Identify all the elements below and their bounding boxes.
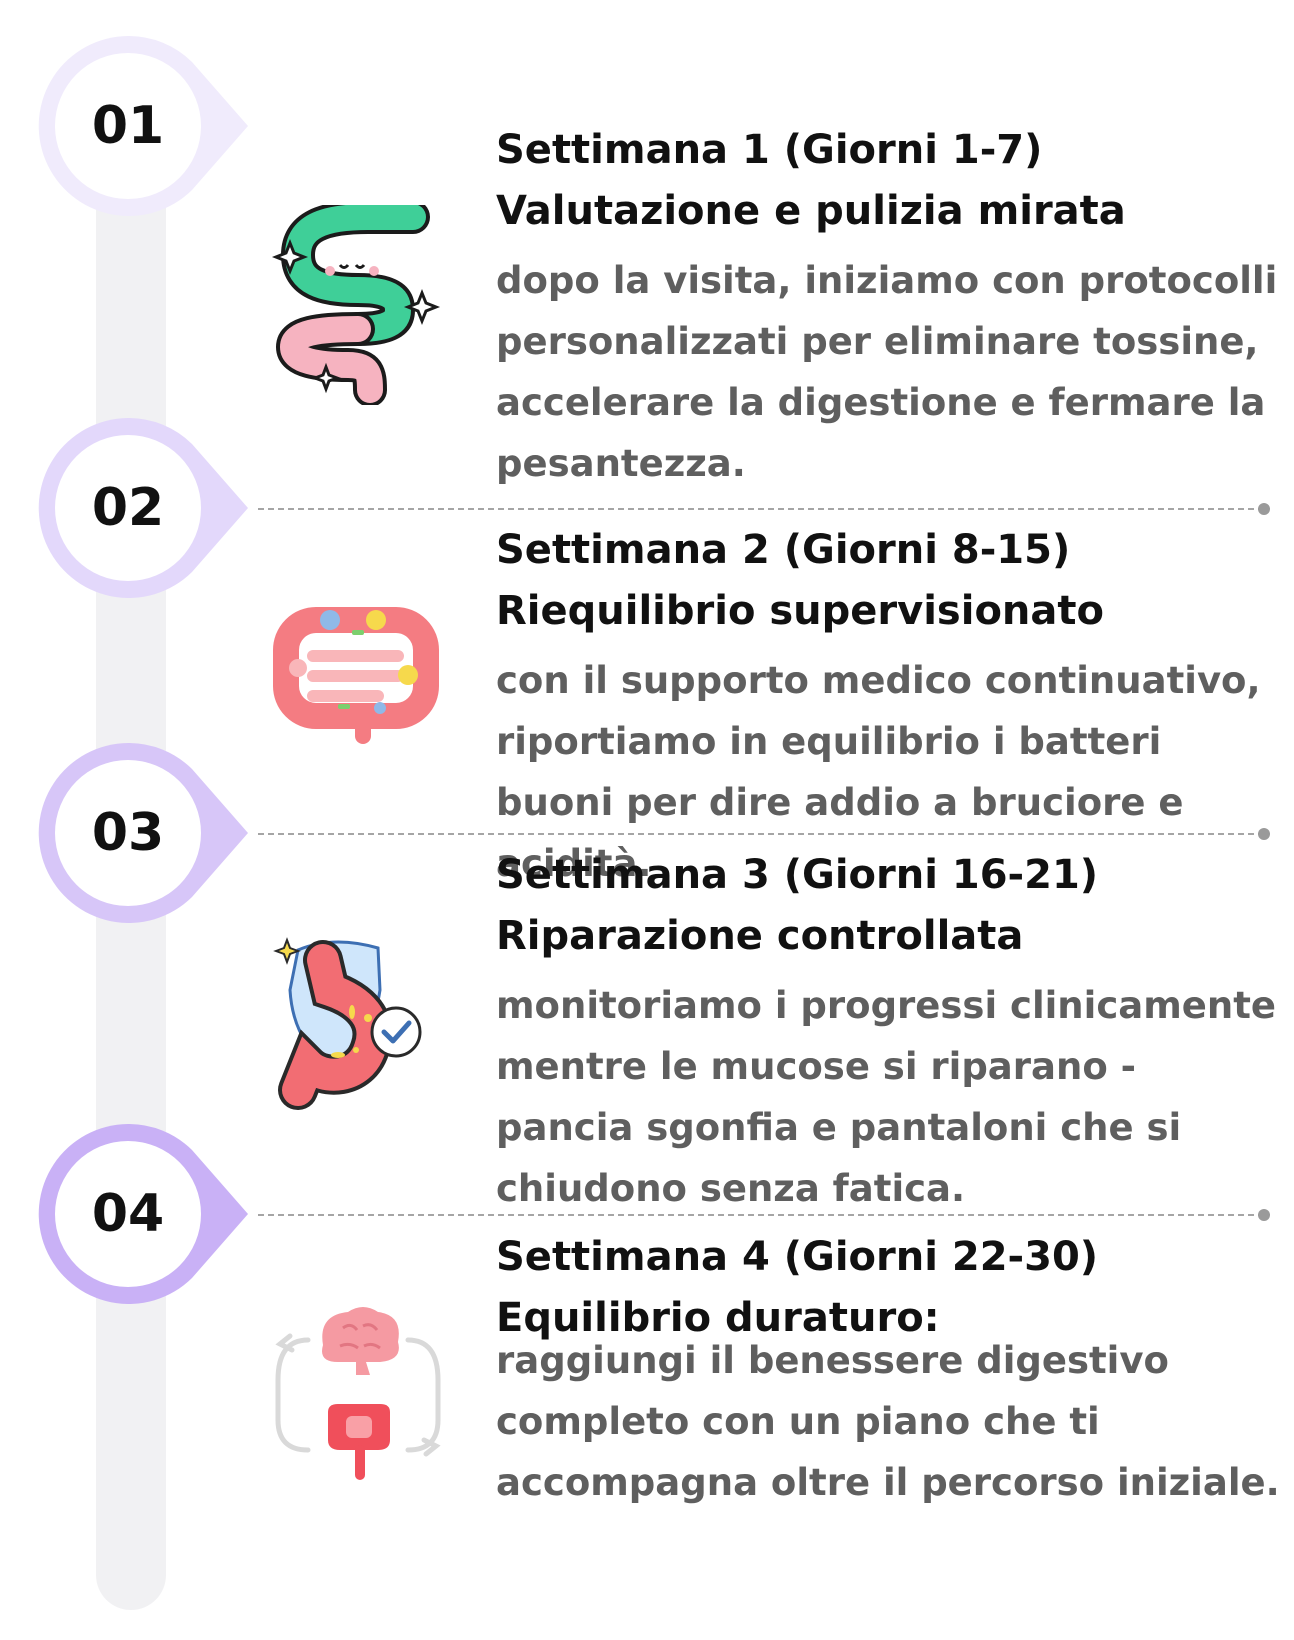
step-marker-3: 03 [38,743,258,923]
step-number: 04 [91,1184,165,1244]
step-marker-2: 02 [38,418,258,598]
divider-dot [1258,828,1270,840]
step-title: Settimana 2 (Giorni 8-15) Riequilibrio s… [496,527,1104,634]
step-description: con il supporto medico continuativo, rip… [496,659,1261,885]
step-description: dopo la visita, iniziamo con protocolli … [496,259,1278,485]
step-divider [258,1209,1270,1221]
step-marker-1: 01 [38,36,258,216]
step-title: Settimana 1 (Giorni 1-7) Valutazione e p… [496,127,1126,234]
brain-gut-axis-icon [268,1295,448,1495]
step-description: raggiungi il benessere digestivo complet… [496,1339,1280,1504]
step-title: Settimana 4 (Giorni 22-30) Equilibrio du… [496,1234,1099,1341]
step-number: 02 [91,478,165,538]
divider-dot [1258,1209,1270,1221]
step-description: monitoriamo i progressi clinicamente men… [496,984,1276,1210]
step-marker-4: 04 [38,1124,258,1304]
step-number: 01 [91,96,165,156]
step-number: 03 [91,803,165,863]
step-title: Settimana 3 (Giorni 16-21) Riparazione c… [496,852,1099,959]
step-divider [258,828,1270,840]
stomach-shield-icon [268,920,448,1120]
intestine-icon [268,200,448,407]
step-divider [258,503,1270,515]
gut-bacteria-icon [268,575,448,775]
divider-dot [1258,503,1270,515]
